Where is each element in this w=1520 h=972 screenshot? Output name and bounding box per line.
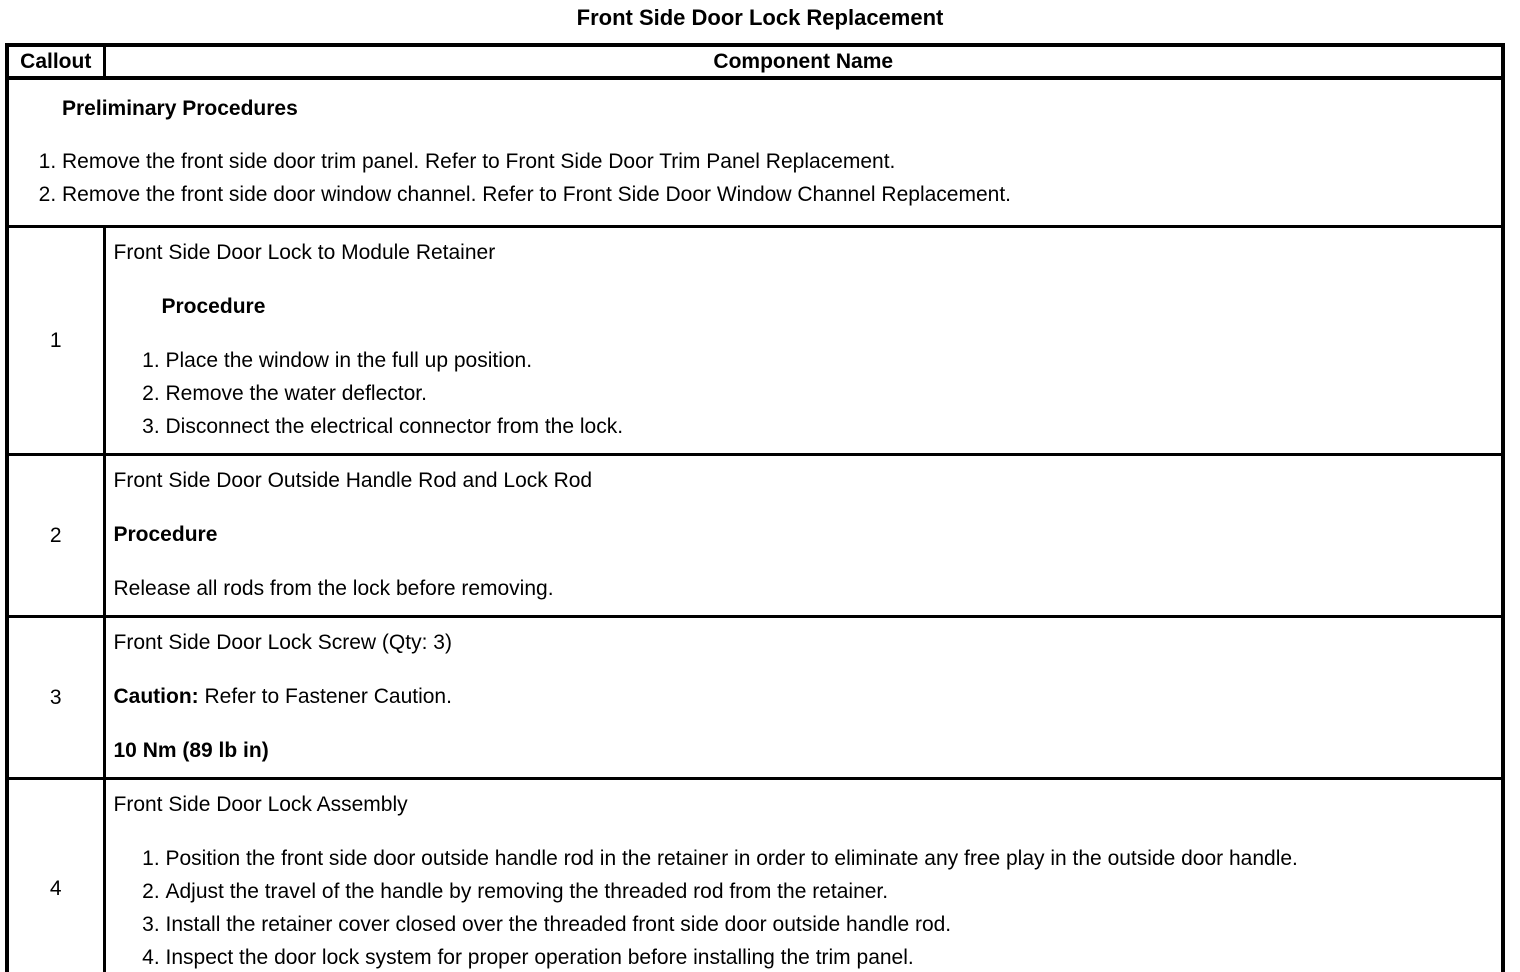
preliminary-procedures-row: Preliminary Procedures Remove the front … [5,76,1505,228]
component-name: Front Side Door Lock Assembly [113,793,408,816]
callout-number: 2 [5,453,105,618]
caution-label: Caution: [113,685,199,708]
step-item: Inspect the door lock system for proper … [166,941,1492,972]
caution-note: Caution: Refer to Fastener Caution. [114,680,1492,713]
procedure-step-list: Position the front side door outside han… [114,842,1492,972]
table-row: 3 Front Side Door Lock Screw (Qty: 3) Ca… [5,615,1505,780]
component-table: Callout Component Name Preliminary Proce… [5,43,1505,972]
table-row: 1 Front Side Door Lock to Module Retaine… [5,225,1505,456]
component-cell: Front Side Door Lock Assembly Position t… [102,777,1505,972]
table-row: 2 Front Side Door Outside Handle Rod and… [5,453,1505,618]
step-item: Adjust the travel of the handle by remov… [166,875,1492,908]
procedure-note: Release all rods from the lock before re… [113,577,554,600]
step-item: Install the retainer cover closed over t… [166,908,1492,941]
step-item: Disconnect the electrical connector from… [166,410,1492,443]
component-cell: Front Side Door Lock to Module Retainer … [102,225,1505,456]
component-cell: Front Side Door Outside Handle Rod and L… [102,453,1505,618]
preliminary-procedures-heading: Preliminary Procedures [62,97,298,120]
page-title: Front Side Door Lock Replacement [576,5,944,30]
preliminary-step-list: Remove the front side door trim panel. R… [9,145,1491,211]
step-item: Remove the front side door trim panel. R… [62,145,1491,178]
callout-number: 4 [5,777,105,972]
caution-text: Refer to Fastener Caution. [198,685,452,708]
step-item: Position the front side door outside han… [166,842,1492,875]
step-item: Place the window in the full up position… [166,344,1492,377]
component-name: Front Side Door Outside Handle Rod and L… [113,469,593,492]
component-name: Front Side Door Lock to Module Retainer [113,241,496,264]
component-name-column-header: Component Name [102,43,1505,80]
step-item: Remove the front side door window channe… [62,178,1491,211]
procedure-step-list: Place the window in the full up position… [114,344,1492,443]
callout-number: 3 [5,615,105,780]
callout-column-header: Callout [5,43,105,80]
callout-number: 1 [5,225,105,456]
torque-spec: 10 Nm (89 lb in) [113,739,269,762]
step-item: Remove the water deflector. [166,377,1492,410]
component-name: Front Side Door Lock Screw (Qty: 3) [113,631,452,654]
procedure-heading: Procedure [161,295,266,318]
table-row: 4 Front Side Door Lock Assembly Position… [5,777,1505,972]
procedure-heading: Procedure [113,523,218,546]
component-cell: Front Side Door Lock Screw (Qty: 3) Caut… [102,615,1505,780]
preliminary-procedures-cell: Preliminary Procedures Remove the front … [5,76,1505,228]
table-header-row: Callout Component Name [5,43,1505,80]
